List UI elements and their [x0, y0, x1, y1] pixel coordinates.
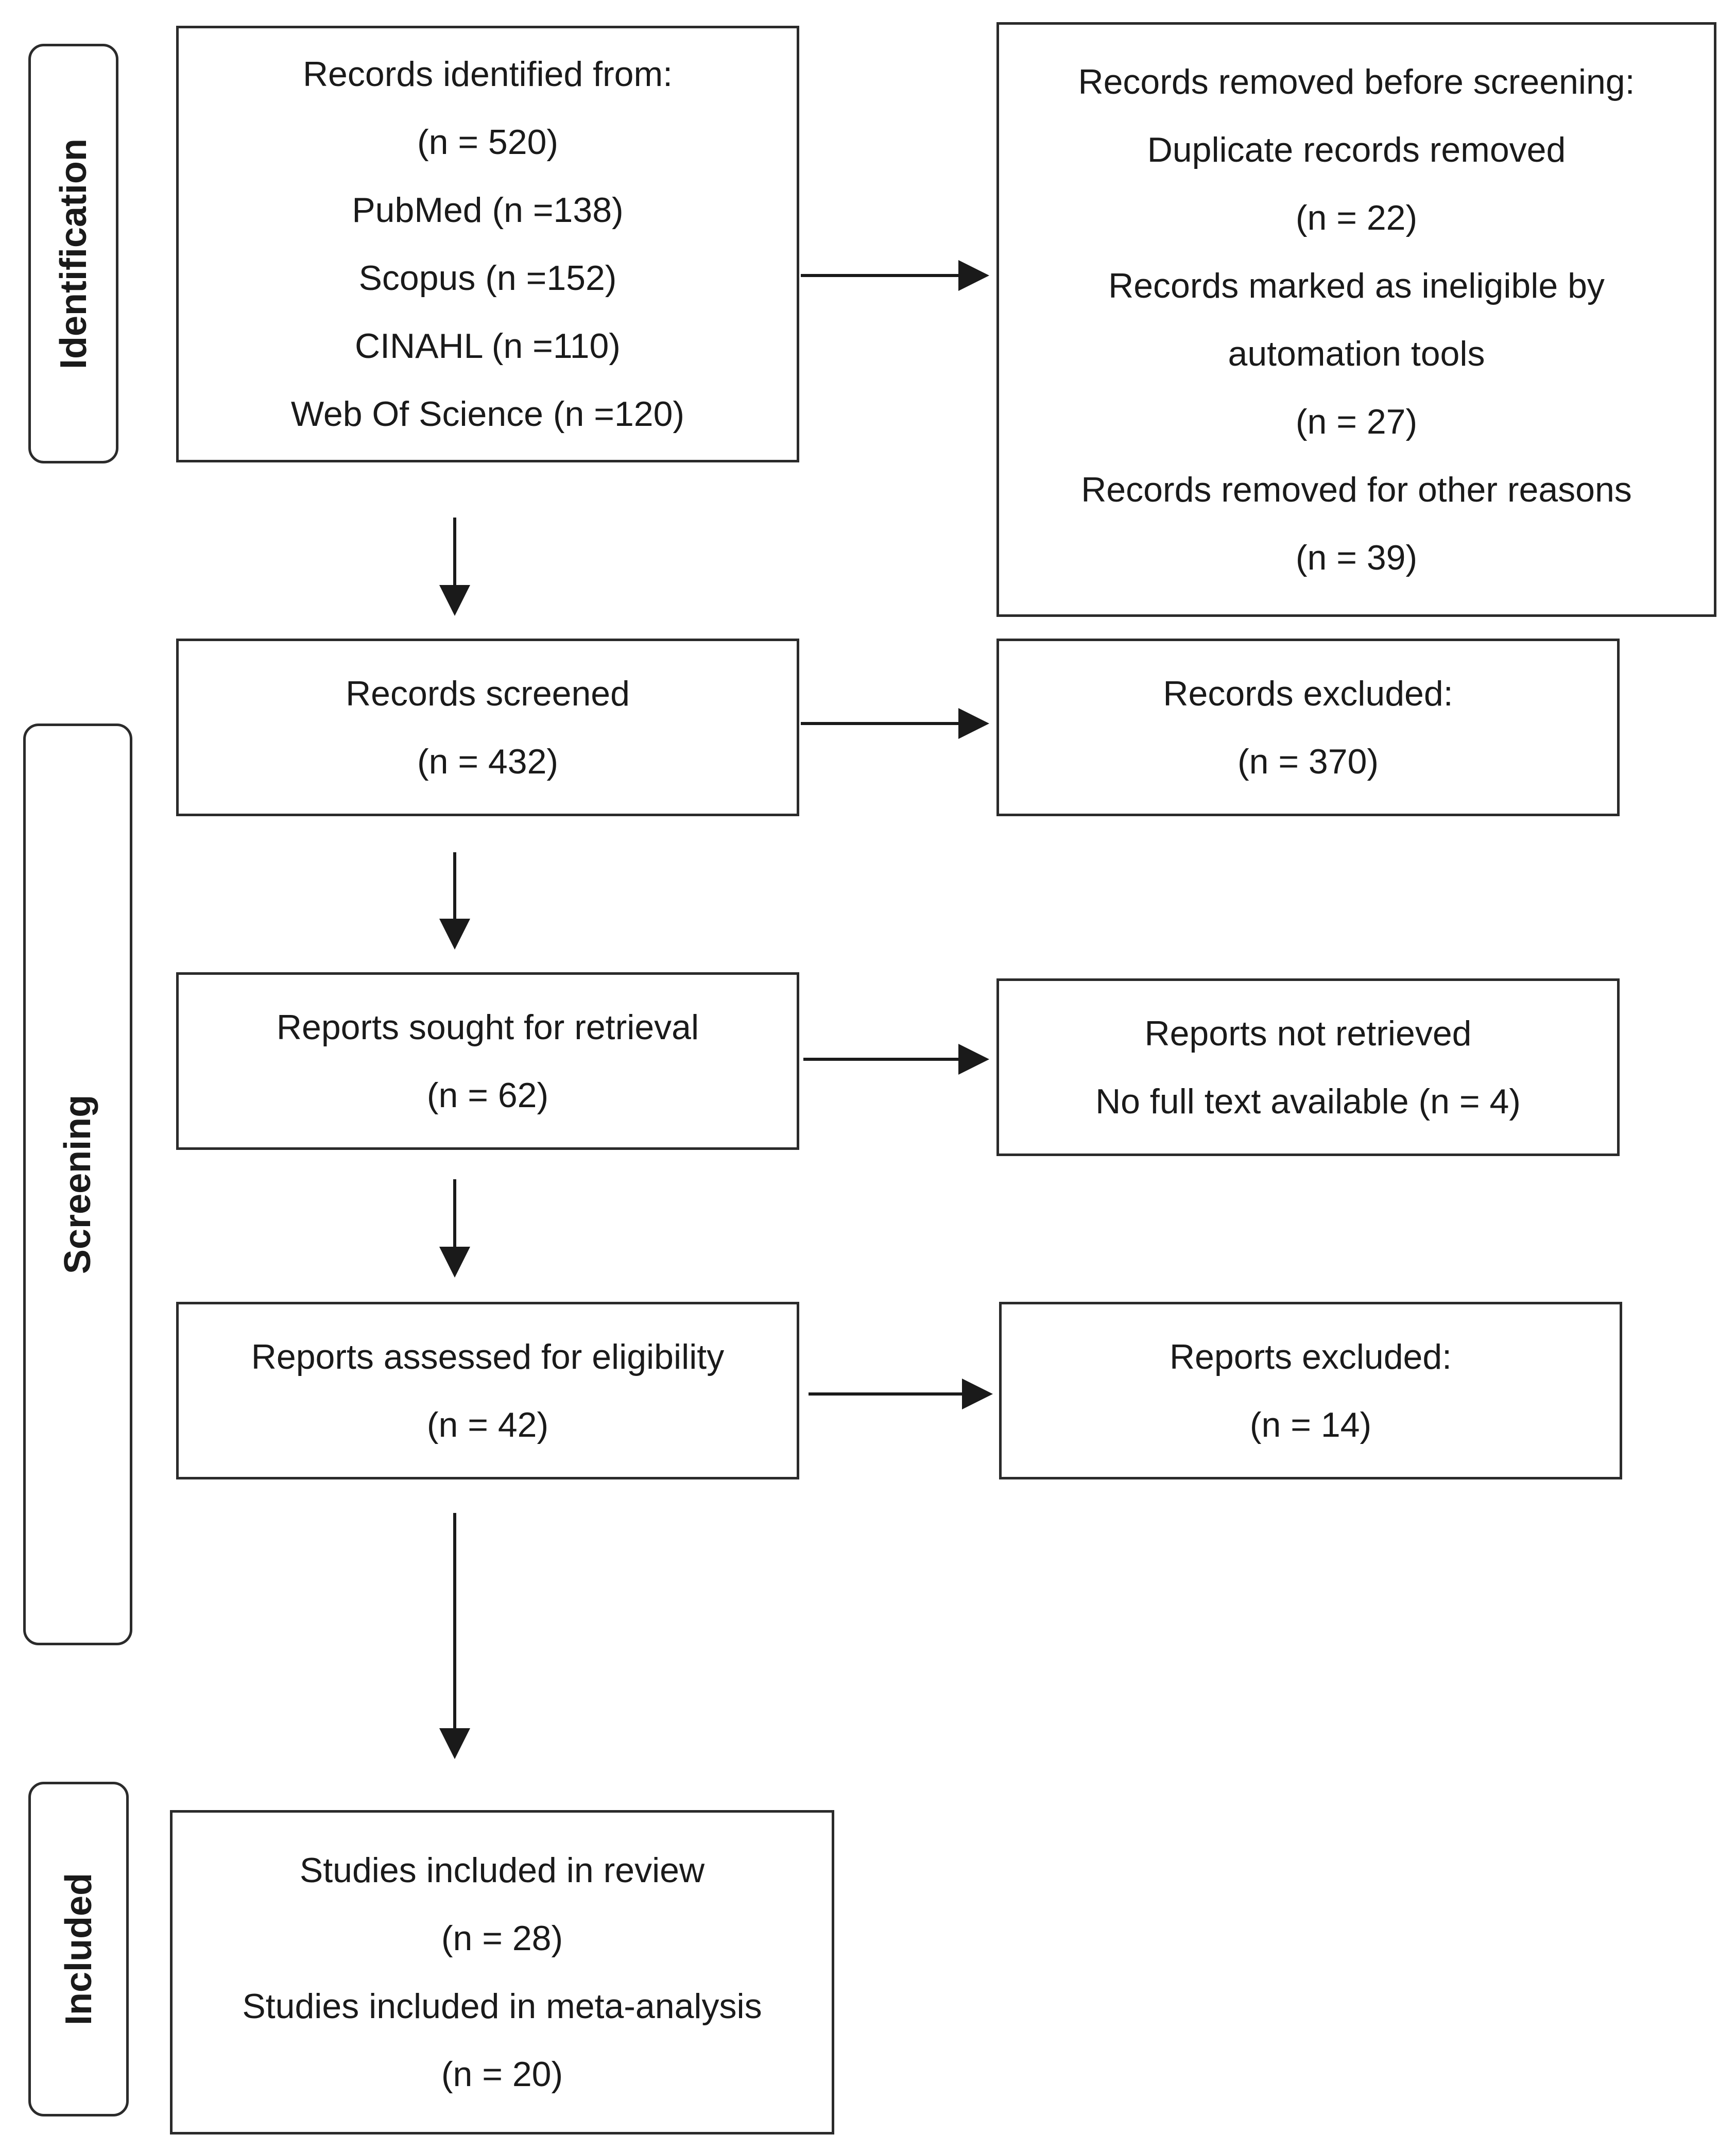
phase-identification: Identification: [28, 44, 118, 463]
identified-line: Records identified from:: [302, 55, 673, 94]
reports-sought-box: Reports sought for retrieval (n = 62): [176, 972, 799, 1150]
records-identified-box: Records identified from: (n = 520) PubMe…: [176, 26, 799, 462]
sought-line: (n = 62): [426, 1075, 549, 1115]
reports-not-retrieved-box: Reports not retrieved No full text avail…: [996, 978, 1620, 1156]
reports-excluded-line: (n = 14): [1249, 1405, 1372, 1444]
studies-included-box: Studies included in review (n = 28) Stud…: [170, 1810, 834, 2134]
removed-line: (n = 22): [1295, 198, 1418, 237]
removed-line: (n = 27): [1295, 402, 1418, 441]
sought-line: Reports sought for retrieval: [276, 1007, 699, 1047]
removed-line: (n = 39): [1295, 538, 1418, 577]
excluded-line: (n = 370): [1237, 742, 1379, 781]
removed-line: automation tools: [1228, 334, 1485, 373]
not-retrieved-line: No full text available (n = 4): [1095, 1081, 1521, 1121]
screened-line: Records screened: [346, 674, 630, 713]
assessed-line: Reports assessed for eligibility: [251, 1337, 725, 1376]
reports-excluded-box: Reports excluded: (n = 14): [999, 1302, 1622, 1479]
records-excluded-box: Records excluded: (n = 370): [996, 639, 1620, 816]
phase-included: Included: [28, 1782, 129, 2116]
reports-excluded-line: Reports excluded:: [1169, 1337, 1452, 1376]
included-line: Studies included in review: [299, 1851, 705, 1890]
not-retrieved-line: Reports not retrieved: [1144, 1013, 1472, 1053]
identified-line: PubMed (n =138): [352, 191, 624, 230]
included-line: (n = 20): [441, 2055, 563, 2094]
removed-line: Duplicate records removed: [1147, 130, 1566, 169]
records-removed-before-screening-box: Records removed before screening: Duplic…: [996, 22, 1716, 617]
removed-line: Records marked as ineligible by: [1108, 266, 1605, 305]
identified-line: Web Of Science (n =120): [290, 394, 685, 434]
identified-line: Scopus (n =152): [358, 259, 617, 298]
reports-assessed-box: Reports assessed for eligibility (n = 42…: [176, 1302, 799, 1479]
records-screened-box: Records screened (n = 432): [176, 639, 799, 816]
removed-line: Records removed for other reasons: [1081, 470, 1632, 509]
included-line: Studies included in meta-analysis: [242, 1987, 762, 2026]
assessed-line: (n = 42): [426, 1405, 549, 1444]
removed-line: Records removed before screening:: [1078, 62, 1635, 101]
included-line: (n = 28): [441, 1919, 563, 1958]
identified-line: (n = 520): [417, 123, 559, 162]
identified-line: CINAHL (n =110): [355, 326, 621, 366]
excluded-line: Records excluded:: [1163, 674, 1453, 713]
phase-screening: Screening: [23, 724, 132, 1645]
screened-line: (n = 432): [417, 742, 559, 781]
